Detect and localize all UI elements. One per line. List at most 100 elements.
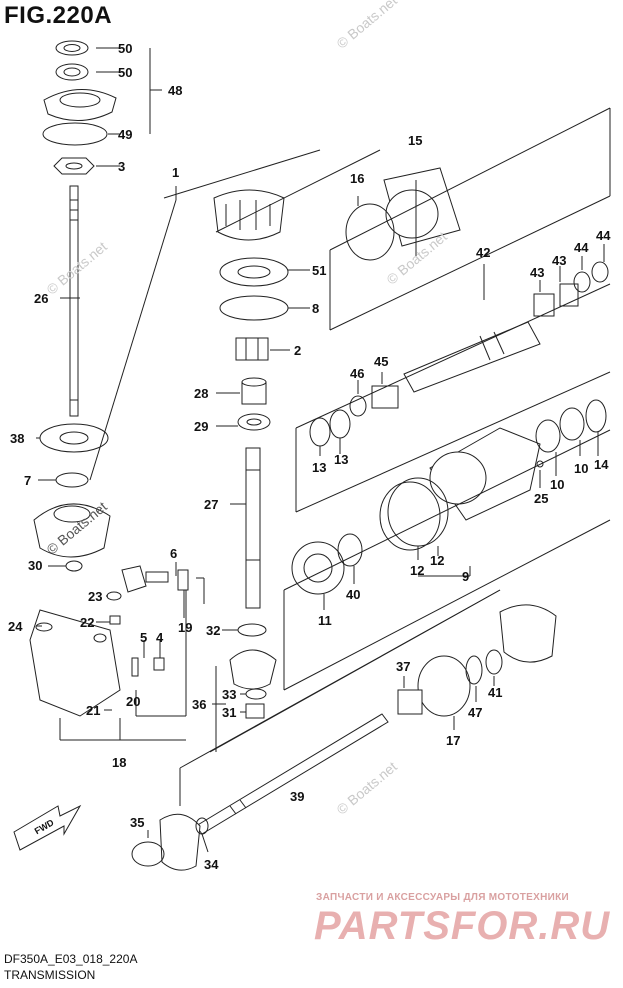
callout-22: 22: [80, 615, 94, 630]
callout-26: 26: [34, 291, 48, 306]
callout-36: 36: [192, 697, 206, 712]
oil-seal-upper[interactable]: [55, 40, 89, 56]
callout-8: 8: [312, 301, 319, 316]
retainer-19[interactable]: [177, 569, 189, 591]
shim-7[interactable]: [55, 472, 89, 488]
callout-39: 39: [290, 789, 304, 804]
callout-40: 40: [346, 587, 360, 602]
seal-40[interactable]: [337, 533, 363, 567]
reverse-gear[interactable]: [499, 604, 557, 663]
o-ring-13b[interactable]: [329, 409, 351, 439]
ring-10b[interactable]: [559, 407, 585, 441]
o-ring-12a[interactable]: [379, 481, 441, 551]
ring-44[interactable]: [573, 261, 609, 293]
drive-gear[interactable]: [159, 813, 201, 871]
shim-46[interactable]: [349, 395, 367, 417]
pin-4[interactable]: [153, 657, 165, 671]
washer-33[interactable]: [245, 688, 267, 700]
bearing-29[interactable]: [237, 413, 271, 431]
bevel-gear-36[interactable]: [229, 649, 277, 690]
figure-name: TRANSMISSION: [4, 968, 96, 982]
fwd-arrow-icon: [13, 804, 82, 851]
callout-2: 2: [294, 343, 301, 358]
callout-5: 5: [140, 630, 147, 645]
callout-45: 45: [374, 354, 388, 369]
callout-44b: 44: [596, 228, 611, 243]
callout-9: 9: [462, 569, 469, 584]
oil-seal-housing[interactable]: [43, 89, 117, 122]
pin-23[interactable]: [106, 591, 122, 601]
callout-33: 33: [222, 687, 236, 702]
washer-30[interactable]: [65, 560, 83, 572]
callout-38: 38: [10, 431, 24, 446]
shaft-27[interactable]: [245, 447, 261, 609]
callout-7: 7: [24, 473, 31, 488]
callout-42: 42: [476, 245, 490, 260]
shift-housing-18[interactable]: [29, 609, 121, 717]
shop-logo: PARTSFOR.RU: [314, 904, 611, 948]
bearing-38[interactable]: [39, 423, 109, 453]
bearing-11[interactable]: [291, 541, 345, 595]
drive-shaft-26[interactable]: [69, 185, 79, 417]
pinion-gear[interactable]: [33, 503, 111, 558]
callout-labels: 50 50 48 49 3 1 26 38 7 30 15 16 42 43 4…: [8, 41, 611, 872]
leader-lines: [36, 47, 611, 853]
callout-28: 28: [194, 386, 208, 401]
shaft-39[interactable]: [195, 713, 389, 835]
o-ring-12b[interactable]: [387, 477, 449, 547]
callout-21: 21: [86, 703, 100, 718]
callout-3: 3: [118, 159, 125, 174]
bearing-43[interactable]: [533, 283, 579, 317]
callout-49: 49: [118, 127, 132, 142]
shim-8[interactable]: [219, 295, 289, 321]
callout-41: 41: [488, 685, 502, 700]
callout-37: 37: [396, 659, 410, 674]
bearing-cage-15[interactable]: [383, 167, 461, 247]
callout-10b: 10: [574, 461, 588, 476]
ring-41[interactable]: [485, 649, 503, 675]
callout-6: 6: [170, 546, 177, 561]
bearing-37[interactable]: [397, 689, 423, 715]
shift-cam-6[interactable]: [121, 565, 169, 593]
o-ring-32[interactable]: [237, 623, 267, 637]
callout-31: 31: [222, 705, 236, 720]
nut-28[interactable]: [241, 377, 267, 405]
ring-10a[interactable]: [535, 419, 561, 453]
callout-46: 46: [350, 366, 364, 381]
nut-31[interactable]: [245, 703, 265, 719]
bearing-51[interactable]: [219, 257, 289, 287]
washer-35[interactable]: [131, 841, 165, 867]
ring-47[interactable]: [465, 655, 483, 685]
clutch-dog-2[interactable]: [235, 337, 269, 361]
shop-tagline: ЗАПЧАСТИ И АКСЕССУАРЫ ДЛЯ МОТОТЕХНИКИ: [316, 892, 569, 903]
callout-16: 16: [350, 171, 364, 186]
figure-title: FIG.220A: [4, 2, 113, 29]
callout-15: 15: [408, 133, 422, 148]
pin-5[interactable]: [131, 657, 139, 677]
callout-44a: 44: [574, 240, 589, 255]
callout-32: 32: [206, 623, 220, 638]
callout-4: 4: [156, 630, 164, 645]
callout-50b: 50: [118, 65, 132, 80]
callout-17: 17: [446, 733, 460, 748]
callout-19: 19: [178, 620, 192, 635]
spacer-45[interactable]: [371, 385, 399, 409]
oil-seal-lower[interactable]: [55, 63, 89, 81]
o-ring-17[interactable]: [417, 655, 471, 717]
callout-47: 47: [468, 705, 482, 720]
hex-nut-3[interactable]: [53, 157, 95, 175]
callout-29: 29: [194, 419, 208, 434]
snap-ring-14[interactable]: [585, 399, 607, 433]
callout-35: 35: [130, 815, 144, 830]
bearing-housing-9[interactable]: [429, 427, 541, 521]
o-ring-13a[interactable]: [309, 417, 331, 447]
pin-22[interactable]: [109, 615, 121, 625]
callout-24: 24: [8, 619, 23, 634]
callout-12b: 12: [430, 553, 444, 568]
o-ring-49[interactable]: [42, 122, 108, 146]
snap-ring-16[interactable]: [345, 203, 395, 261]
callout-50a: 50: [118, 41, 132, 56]
callout-1: 1: [172, 165, 179, 180]
propeller-shaft-42[interactable]: [403, 321, 541, 393]
